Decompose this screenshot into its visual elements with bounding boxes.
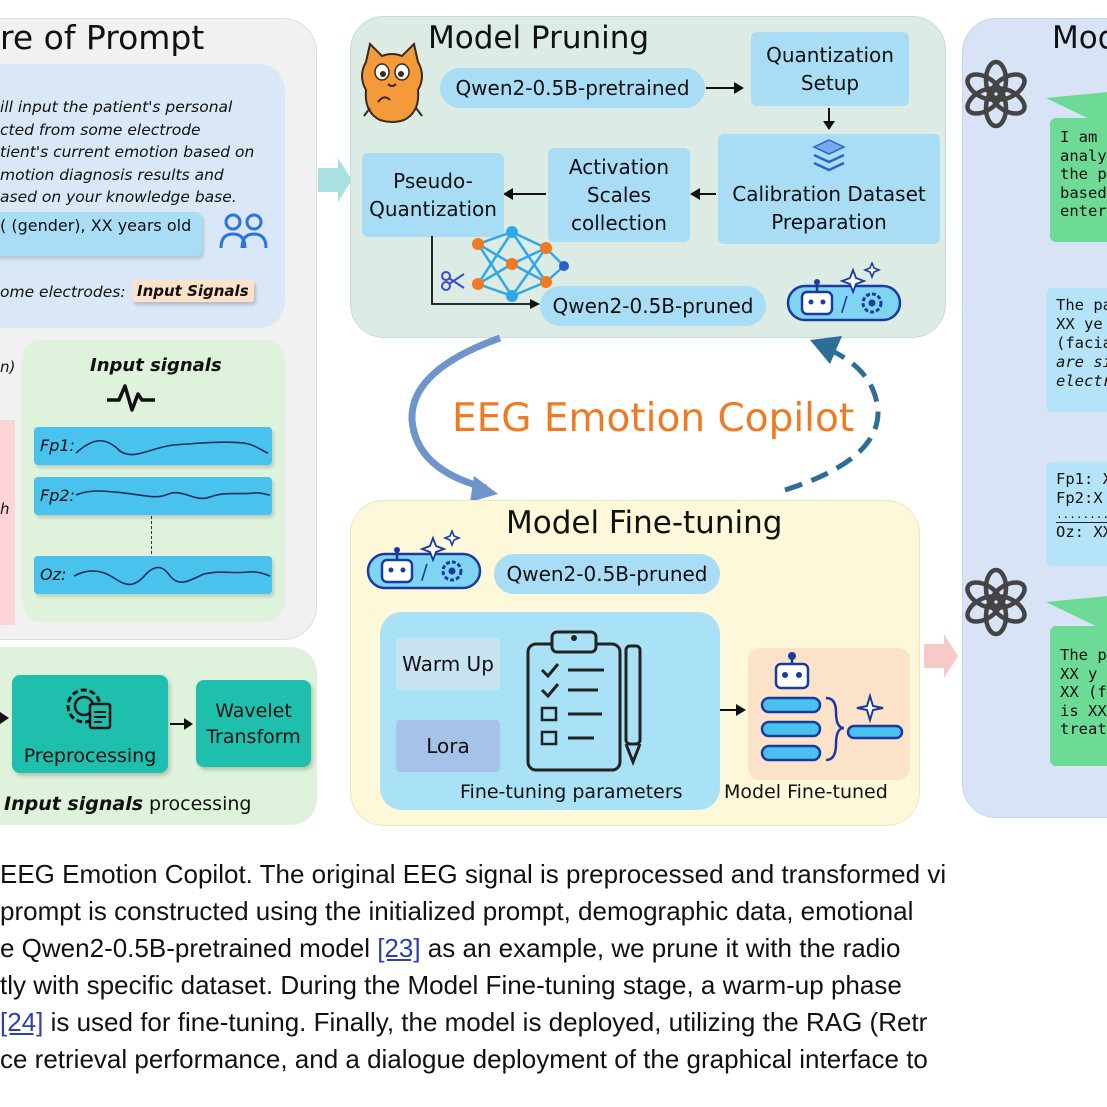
quantization-setup-box: Quantization Setup [751,32,909,106]
arrowhead-activation-to-pseudo [503,188,513,200]
arrowhead-quant-to-calib [823,121,835,130]
clipboard-icon [526,630,642,772]
arrowhead-calib-to-activation [690,188,700,200]
caption-line-3: e Qwen2-0.5B-pretrained model [23] as an… [0,933,901,963]
partial-n: n) [0,358,16,376]
pink-strip [0,420,15,625]
lora-box: Lora [396,720,500,772]
arrowhead-pretrained-to-quant [734,82,744,94]
input-signals-tag: Input Signals [132,280,254,302]
signal-fp1: Fp1: [34,427,272,465]
chat-bubble-1: I am analy the p based enter [1050,118,1107,242]
prompt-lines: ill input the patient's personal cted fr… [0,98,255,206]
prompt-structure-title: re of Prompt [0,18,205,57]
copilot-loop-arrows [408,334,881,502]
pruned-model-box: Qwen2-0.5B-pruned [540,286,766,326]
input-signals-title: Input signals [90,355,222,376]
robot-gear-badge: / [786,262,902,322]
bubble-tail-2 [1046,596,1107,632]
arrow-calib-to-activation [698,193,716,195]
copilot-title: EEG Emotion Copilot [452,396,855,441]
caption-line-5: [24] is used for fine-tuning. Finally, t… [0,1007,928,1037]
neural-network-icon [472,226,569,302]
arrow-pretrained-to-quant [706,87,736,89]
activation-scales-box: Activation Scales collection [548,148,690,242]
caption-line-6: ce retrieval performance, and a dialogue… [0,1044,928,1074]
pretrained-model-box: Qwen2-0.5B-pretrained [440,68,705,108]
citation-23-link[interactable]: [23] [377,933,421,963]
finetune-params-label: Fine-tuning parameters [460,781,683,803]
gender-age-box: ( (gender), XX years old [0,212,202,256]
arrow-activation-to-pseudo [512,193,546,195]
finetuned-label: Model Fine-tuned [724,781,888,803]
caption-line-2: prompt is constructed using the initiali… [0,896,914,926]
model-finetuning-title: Model Fine-tuning [506,505,783,541]
caption-line-1: EEG Emotion Copilot. The original EEG si… [0,859,947,889]
finetune-pruned-box: Qwen2-0.5B-pruned [494,554,720,594]
electrodes-label: ome electrodes: [0,283,126,301]
pruned-connector [431,236,540,309]
person-icon [219,213,268,249]
svg-text:/: / [841,292,848,316]
layers-icon [812,139,846,172]
partial-h: h [0,500,10,518]
signal-fp2: Fp2: [34,477,272,515]
robot-gear-badge-finetune: / [366,530,482,590]
arrow-finetune-to-deploy [924,634,958,678]
model-deploy-title: Mod [1052,20,1107,56]
arrow-prompt-to-pruning [318,158,352,202]
processing-caption: Input signals processing [4,793,252,815]
openai-icon [965,59,1027,129]
chat-bubble-2: The pa XX ye (facial are sig electr [1046,288,1107,412]
arrow-quant-to-calib [828,108,830,122]
wavelet-box: Wavelet Transform [196,680,311,767]
arrow-pre-to-wavelet [170,723,186,725]
arrow-params-to-finetuned [720,709,738,711]
chat-bubble-3: Fp1: X Fp2:X ............ Oz: XX [1046,462,1107,566]
openai-icon-2 [965,567,1027,637]
arrowhead-pre-to-wavelet [184,718,193,730]
svg-text:/: / [421,560,428,584]
cat-icon [361,42,423,123]
arrow-into-preprocessing [0,712,9,724]
gear-document-icon [66,688,112,730]
caption-line-4: tly with specific dataset. During the Mo… [0,970,902,1000]
arrowhead-params-to-finetuned [736,704,746,716]
robot-stack-icon [760,652,904,762]
chat-bubble-4: The p XX y XX (f is XX treat [1050,626,1107,766]
signal-oz: Oz: [34,556,272,594]
scissors-icon [441,271,465,291]
citation-24-link[interactable]: [24] [0,1007,44,1037]
pulse-icon [107,384,155,412]
warmup-box: Warm Up [396,638,500,690]
pseudo-quantization-box: Pseudo-Quantization [362,153,504,237]
model-pruning-title: Model Pruning [428,20,650,56]
channel-ellipsis-line [151,516,152,554]
